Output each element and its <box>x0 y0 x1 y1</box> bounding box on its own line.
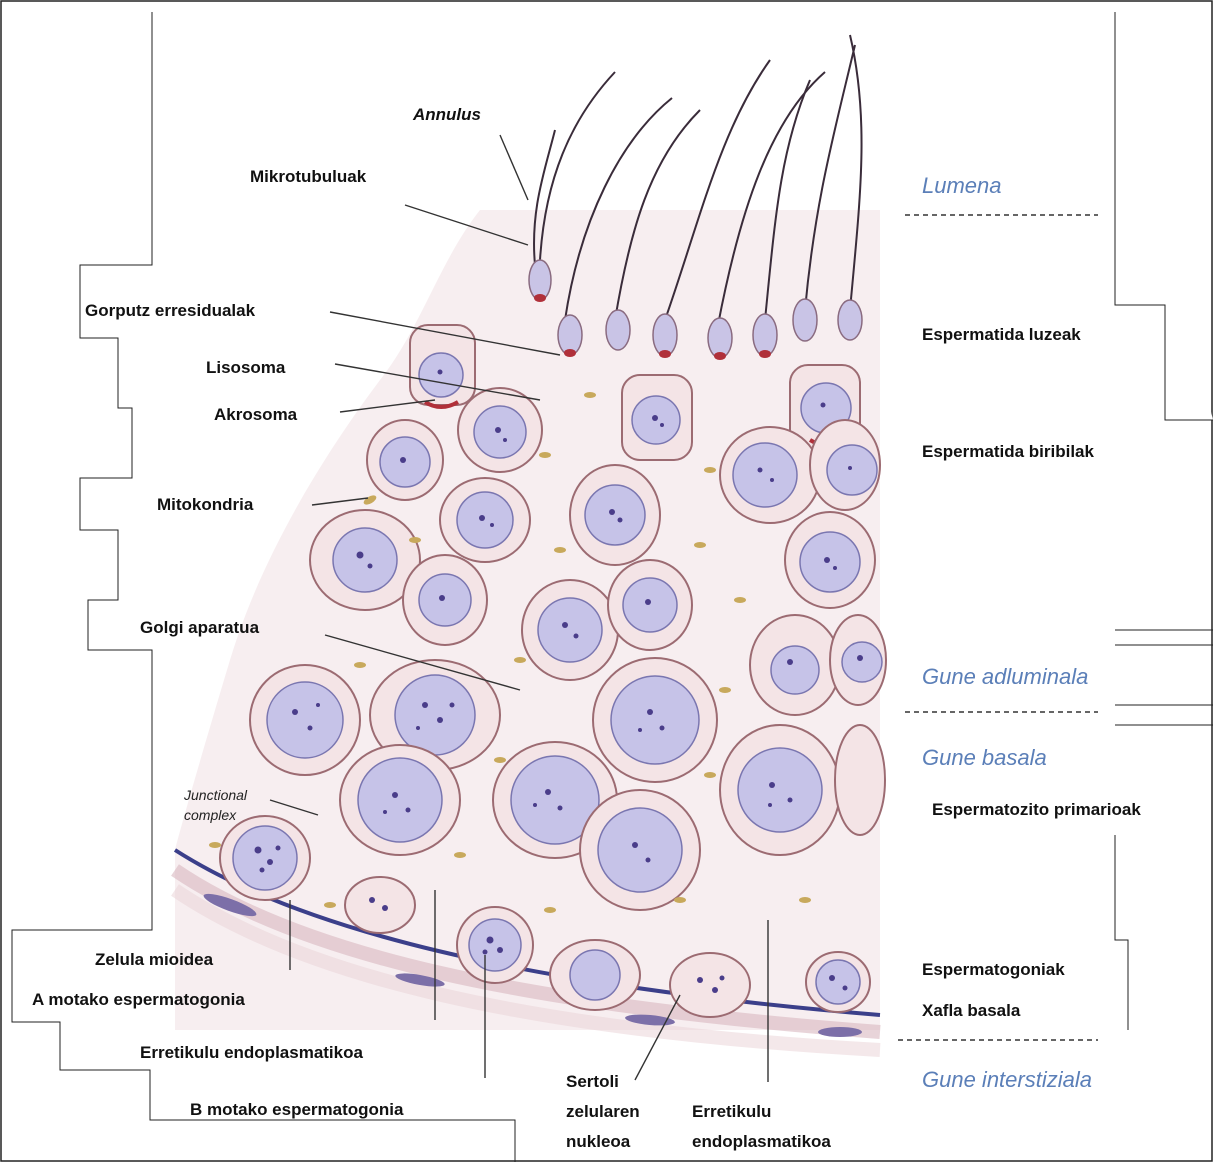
right-label-panels <box>1115 12 1213 1030</box>
label-junctional-line2: complex <box>184 807 237 823</box>
zone-gune-basala: Gune basala <box>922 745 1047 770</box>
label-gorputz-erresidualak: Gorputz erresidualak <box>85 301 256 320</box>
label-espermatogoniak: Espermatogoniak <box>922 960 1065 979</box>
zone-gune-interstiziala: Gune interstiziala <box>922 1067 1092 1092</box>
label-erretikulu-bottom-line2: endoplasmatikoa <box>692 1132 831 1151</box>
label-espermatozito-primarioak: Espermatozito primarioak <box>932 800 1141 819</box>
label-erretikulu-left: Erretikulu endoplasmatikoa <box>140 1043 363 1062</box>
label-akrosoma: Akrosoma <box>214 405 298 424</box>
label-mikrotubuluak: Mikrotubuluak <box>250 167 367 186</box>
label-zelula-mioidea: Zelula mioidea <box>95 950 214 969</box>
label-erretikulu-bottom-line1: Erretikulu <box>692 1102 771 1121</box>
label-sertoli-line3: nukleoa <box>566 1132 631 1151</box>
label-espermatida-luzeak: Espermatida luzeak <box>922 325 1081 344</box>
label-lisosoma: Lisosoma <box>206 358 286 377</box>
label-xafla-basala: Xafla basala <box>922 1001 1021 1020</box>
label-espermatida-biribilak: Espermatida biribilak <box>922 442 1094 461</box>
zone-gune-adluminala: Gune adluminala <box>922 664 1088 689</box>
label-junctional-line1: Junctional <box>183 787 248 803</box>
label-annulus: Annulus <box>412 105 481 124</box>
label-b-motako: B motako espermatogonia <box>190 1100 404 1119</box>
label-mitokondria: Mitokondria <box>157 495 254 514</box>
label-sertoli-line2: zelularen <box>566 1102 640 1121</box>
tissue-illustration <box>175 35 886 1050</box>
label-sertoli-line1: Sertoli <box>566 1072 619 1091</box>
zone-lumena: Lumena <box>922 173 1002 198</box>
label-golgi-aparatua: Golgi aparatua <box>140 618 260 637</box>
label-a-motako: A motako espermatogonia <box>32 990 245 1009</box>
